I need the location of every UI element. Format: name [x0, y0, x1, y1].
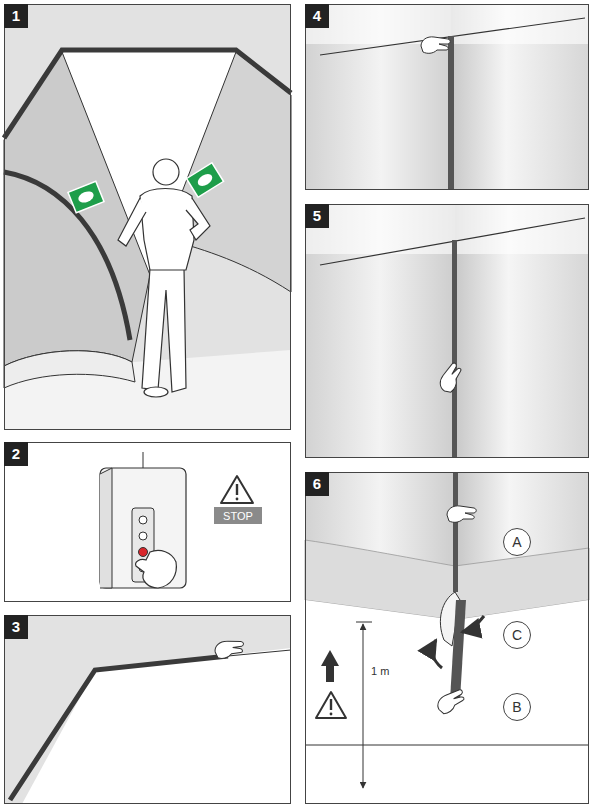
frame-scene	[4, 615, 291, 804]
step-panel: 6A C B	[305, 472, 589, 804]
escape-scene-part	[186, 163, 223, 198]
curtain-top-scene-part	[448, 36, 454, 190]
curtain-bottom-scene-part	[450, 600, 466, 700]
step-panel: 3	[4, 615, 291, 804]
callout-letter: B	[512, 700, 521, 714]
callout-letter: A	[512, 535, 521, 549]
control-box-scene-part	[139, 548, 148, 557]
escape-scene-part-part	[142, 268, 186, 392]
callout-letter: C	[512, 628, 522, 642]
curtain-seam-scene-part	[305, 204, 589, 254]
escape-scene	[4, 4, 291, 430]
escape-scene-part-part	[118, 198, 146, 246]
step-number: 1	[4, 4, 28, 28]
curtain-bottom-scene-part	[453, 472, 458, 592]
stop-text: STOP	[223, 510, 253, 522]
curtain-bottom-scene	[305, 472, 589, 804]
escape-scene-part-part	[140, 189, 194, 271]
curtain-bottom-scene-part	[447, 506, 476, 522]
dimension-label: 1 m	[371, 665, 389, 677]
step-panel: 4	[305, 4, 589, 190]
control-box-scene-part	[100, 468, 112, 588]
step-number: 5	[305, 204, 329, 228]
curtain-seam-scene-part	[437, 361, 466, 395]
control-box-scene	[100, 452, 253, 588]
escape-scene-part-part	[144, 387, 168, 397]
frame-scene-part	[22, 648, 291, 804]
control-box-scene-part	[236, 484, 238, 495]
step-panel: 2STOP	[4, 442, 291, 602]
curtain-top-scene	[305, 4, 589, 190]
step-panel: 5	[305, 204, 589, 458]
curtain-bottom-scene-part	[330, 713, 333, 716]
curtain-bottom-scene-part	[462, 616, 484, 632]
escape-scene-part	[4, 172, 130, 340]
curtain-top-scene-part	[305, 4, 589, 44]
callout-circle: B	[503, 693, 531, 721]
escape-scene-part	[68, 181, 104, 213]
escape-scene-part	[4, 4, 291, 430]
escape-scene-part-part	[186, 163, 223, 198]
escape-scene-part	[118, 159, 210, 397]
step-number: 3	[4, 615, 28, 639]
control-box-scene-part	[143, 452, 144, 468]
escape-scene-part-part	[68, 181, 104, 213]
curtain-bottom-scene-part	[434, 687, 468, 716]
curtain-bottom-scene-part	[330, 699, 332, 710]
escape-scene-part-part	[196, 172, 215, 189]
escape-scene-part-part	[153, 159, 179, 185]
control-box-scene-part	[136, 550, 177, 588]
step-number: 2	[4, 442, 28, 466]
control-box-scene-part	[221, 476, 253, 503]
step-panel: 1	[4, 4, 291, 430]
frame-scene-part	[4, 615, 291, 804]
stop-label-box: STOP	[214, 507, 262, 524]
curtain-bottom-scene-part	[356, 622, 372, 623]
curtain-bottom-scene-part	[363, 624, 364, 788]
control-box-scene-part	[100, 468, 186, 588]
step-number: 6	[305, 472, 329, 496]
curtain-bottom-scene-part	[316, 692, 346, 718]
control-box-scene-part	[139, 532, 147, 540]
step-number: 4	[305, 4, 329, 28]
escape-scene-part	[4, 50, 291, 138]
control-box-scene-part	[139, 516, 147, 524]
frame-scene-part	[10, 656, 228, 800]
frame-scene-part	[214, 639, 245, 659]
curtain-bottom-scene-part	[321, 650, 339, 682]
curtain-seam-scene	[305, 204, 589, 458]
curtain-top-scene-part	[421, 37, 450, 53]
curtain-bottom-scene-part	[305, 745, 589, 746]
escape-scene-part	[4, 351, 135, 388]
escape-scene-part-part	[186, 198, 210, 240]
escape-scene-part-part	[77, 189, 96, 204]
control-box-scene-part	[236, 498, 239, 501]
escape-scene-part	[4, 52, 150, 366]
curtain-bottom-scene-part	[433, 640, 442, 668]
callout-circle: A	[503, 528, 531, 556]
callout-circle: C	[503, 621, 531, 649]
curtain-seam-scene-part	[452, 240, 457, 458]
